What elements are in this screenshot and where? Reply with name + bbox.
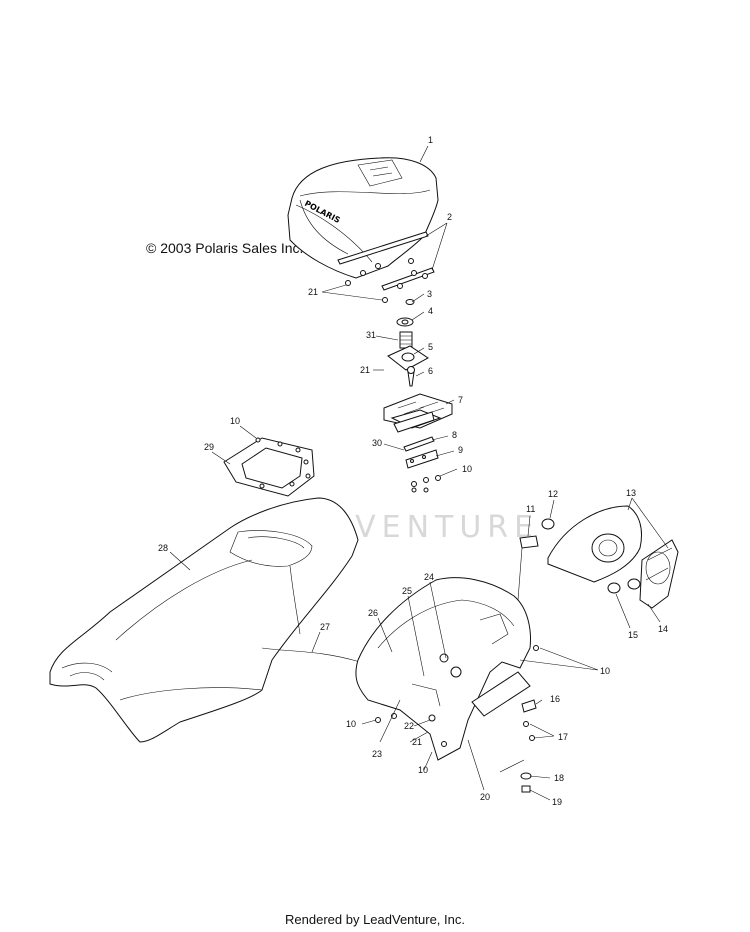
callout-4: 4 [428, 306, 433, 316]
callout-16: 16 [550, 694, 560, 704]
render-credit-footer: Rendered by LeadVenture, Inc. [285, 912, 465, 927]
callout-11: 11 [526, 504, 535, 514]
callout-10-plate: 10 [462, 464, 472, 474]
hinge-strips-part [337, 231, 435, 291]
callout-18: 18 [554, 773, 564, 783]
callout-21-latch: 21 [360, 365, 370, 375]
tail-light-part [547, 505, 679, 609]
callout-25: 25 [402, 586, 412, 596]
reflector-part [521, 699, 537, 713]
callout-26: 26 [368, 608, 378, 618]
callout-19: 19 [552, 797, 562, 807]
callout-10-fender-bottom: 10 [418, 765, 428, 775]
latch-plate-part [383, 393, 453, 433]
callout-17: 17 [558, 732, 568, 742]
callout-21-upper: 21 [308, 287, 318, 297]
callout-30: 30 [372, 438, 382, 448]
callout-6: 6 [428, 366, 433, 376]
callout-10-fender-left: 10 [346, 719, 356, 729]
callout-20: 20 [480, 792, 490, 802]
callout-29: 29 [204, 442, 214, 452]
callout-9: 9 [458, 445, 463, 455]
callout-10-fender-right: 10 [600, 666, 610, 676]
screws-group-fender [375, 645, 539, 747]
callout-14: 14 [658, 624, 668, 634]
callout-22: 22 [404, 721, 414, 731]
callout-13: 13 [626, 488, 636, 498]
copyright-notice: © 2003 Polaris Sales Inc. [146, 240, 304, 256]
callout-24: 24 [424, 572, 434, 582]
callout-leader-lines [169, 145, 669, 801]
callout-3: 3 [427, 289, 432, 299]
callout-labels: 1 2 3 4 5 6 7 8 9 10 10 10 10 10 11 12 1… [158, 135, 668, 807]
callout-23: 23 [372, 749, 382, 759]
callout-10-frame: 10 [230, 416, 240, 426]
cable-part [261, 647, 361, 663]
callout-1: 1 [428, 135, 433, 145]
callout-28: 28 [158, 543, 168, 553]
seat-part [49, 497, 359, 743]
callout-27: 27 [320, 622, 330, 632]
latch-assembly-part [387, 299, 429, 387]
storage-lid-part: POLARIS [287, 157, 439, 279]
callout-2: 2 [447, 212, 452, 222]
rear-fender-part [355, 577, 531, 761]
screws-group-upper [345, 258, 428, 303]
storage-frame-part [223, 437, 315, 497]
callout-12: 12 [548, 489, 558, 499]
callout-21-fender: 21 [412, 737, 422, 747]
bracket-parts [403, 436, 439, 469]
callout-7: 7 [458, 395, 463, 405]
bulb-socket-parts [517, 518, 555, 601]
callout-5: 5 [428, 342, 433, 352]
callout-31: 31 [366, 330, 376, 340]
callout-8: 8 [452, 430, 457, 440]
callout-15: 15 [628, 630, 638, 640]
washer-bolt-parts [499, 759, 532, 793]
screws-group-plate [411, 475, 441, 493]
